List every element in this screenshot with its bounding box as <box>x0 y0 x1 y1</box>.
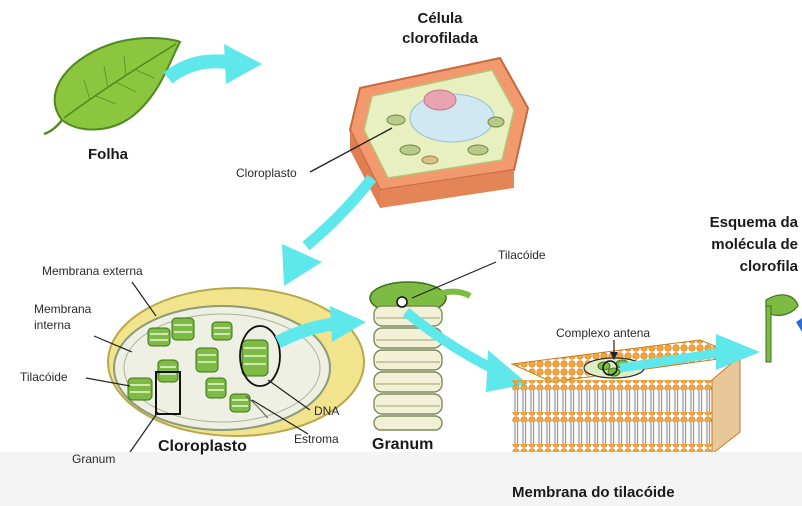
label-estroma: Estroma <box>294 432 339 446</box>
label-complexo-antena: Complexo antena <box>556 326 650 340</box>
label-esquema-line2: molécula de <box>682 236 798 253</box>
label-tilacoide-top: Tilacóide <box>498 248 546 262</box>
label-esquema-line1: Esquema da <box>682 214 798 231</box>
granum-illustration <box>370 262 496 430</box>
label-cloroplasto-small: Cloroplasto <box>236 166 297 180</box>
plant-cell-illustration <box>310 58 528 208</box>
label-celula-line2: clorofilada <box>390 30 490 47</box>
label-cloroplasto-big: Cloroplasto <box>158 438 247 456</box>
chloroplast-illustration <box>86 282 364 455</box>
label-granum-big: Granum <box>372 436 433 454</box>
arrow-leaf-to-cell <box>168 44 262 84</box>
chlorophyll-molecule-illustration <box>766 295 802 362</box>
label-membrana-interna-line2: interna <box>34 318 71 332</box>
label-dna: DNA <box>314 404 339 418</box>
label-membrana-interna-line1: Membrana <box>34 302 91 316</box>
footer-band <box>0 452 802 506</box>
leaf-illustration <box>44 38 180 134</box>
label-tilacoide-left: Tilacóide <box>20 370 68 384</box>
label-esquema-line3: clorofila <box>682 258 798 275</box>
arrow-cell-to-chloroplast <box>282 178 372 286</box>
label-membrana-tilacoide: Membrana do tilacóide <box>512 484 675 501</box>
label-granum-small: Granum <box>72 452 115 466</box>
label-membrana-externa: Membrana externa <box>42 264 143 278</box>
label-celula-line1: Célula <box>390 10 490 27</box>
label-folha: Folha <box>88 146 128 163</box>
